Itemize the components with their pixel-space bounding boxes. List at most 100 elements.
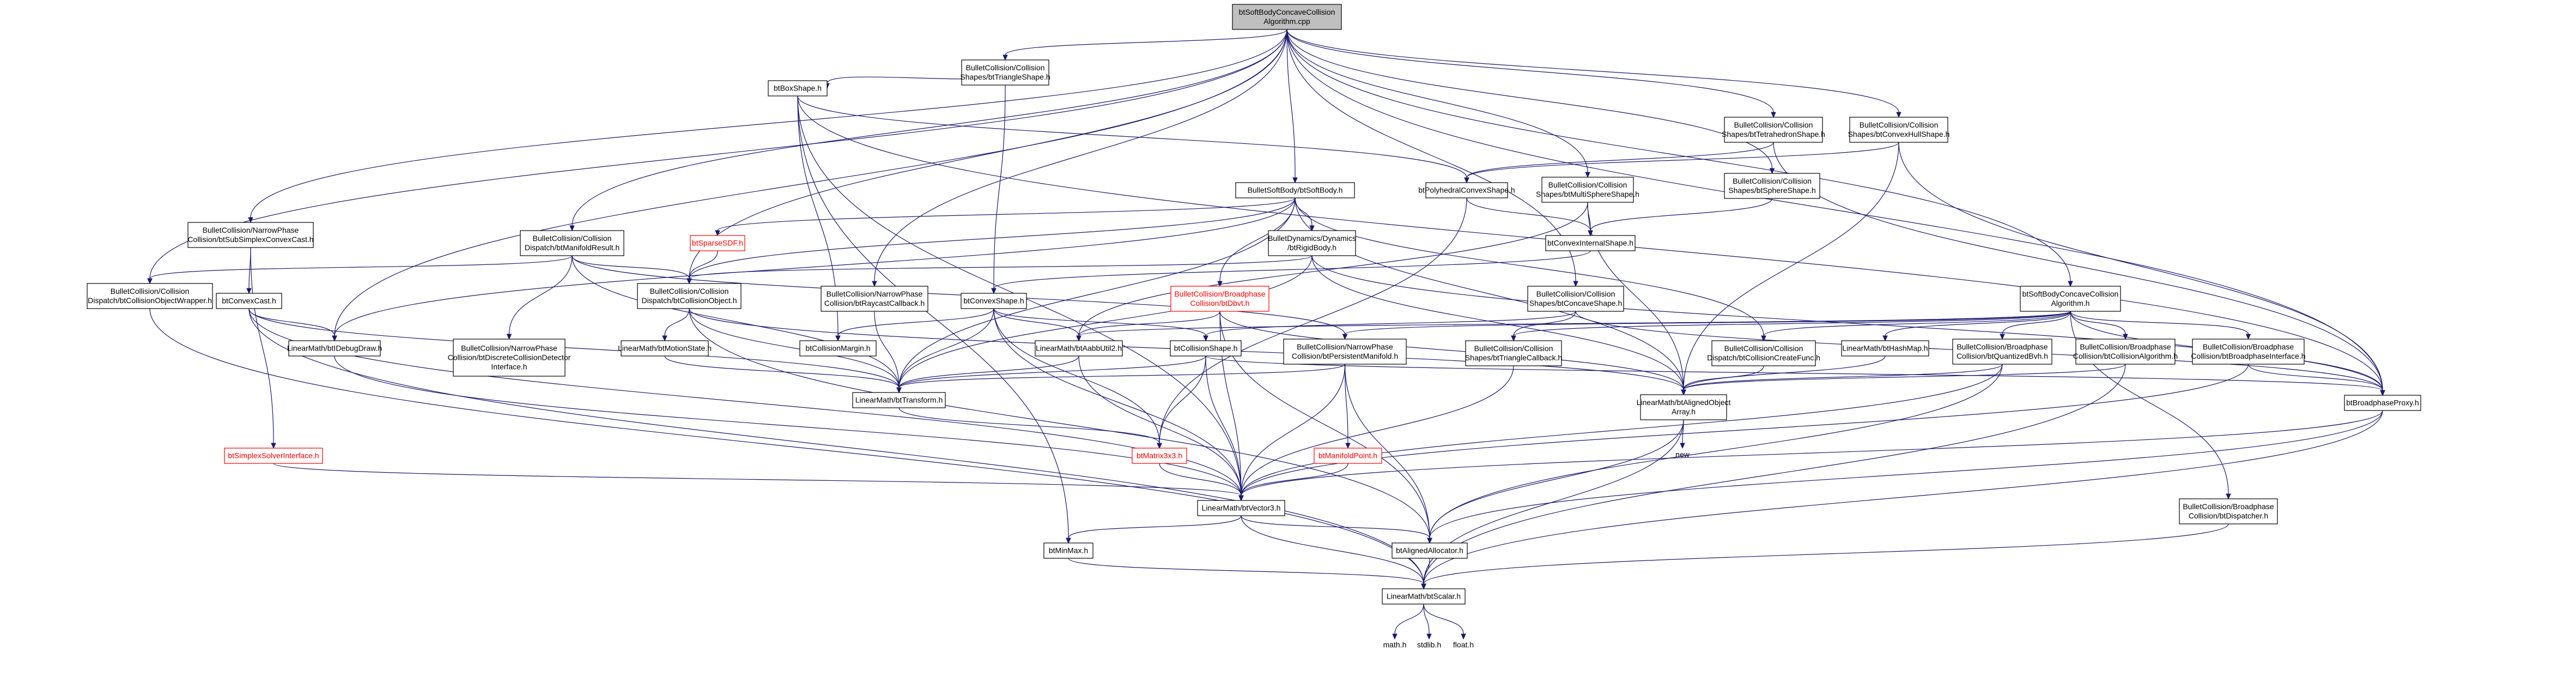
- node-label-line: btPolyhedralConvexShape.h: [1418, 186, 1515, 195]
- node-box: [288, 340, 381, 357]
- graph-node-createFunc[interactable]: BulletCollision/CollisionDispatch/btColl…: [1707, 340, 1820, 366]
- dependency-edge-root-to-concaveShape: [1286, 29, 1578, 287]
- graph-node-matrix3x3[interactable]: btMatrix3x3.h: [1132, 448, 1187, 464]
- node-box: [1283, 339, 1407, 365]
- node-label-line: BulletCollision/Collision: [1536, 289, 1615, 298]
- graph-node-scalar[interactable]: LinearMath/btScalar.h: [1382, 588, 1466, 605]
- graph-node-quantizedBvh[interactable]: BulletCollision/BroadphaseCollision/btQu…: [1952, 339, 2052, 365]
- graph-node-broadphaseIface[interactable]: BulletCollision/BroadphaseCollision/btBr…: [2191, 339, 2306, 365]
- graph-node-objWrapper[interactable]: BulletCollision/CollisionDispatch/btColl…: [87, 283, 213, 309]
- dependency-edge-root-to-debugDraw: [332, 29, 1287, 342]
- node-label-line: btSimplexSolverInterface.h: [228, 451, 319, 460]
- node-box: [852, 392, 946, 408]
- graph-node-triShape[interactable]: BulletCollision/CollisionShapes/btTriang…: [960, 59, 1050, 86]
- node-box: [1035, 340, 1123, 357]
- graph-node-convexShape[interactable]: btConvexShape.h: [961, 293, 1027, 309]
- dependency-edge-minMax-to-scalar: [1068, 558, 1426, 590]
- graph-node-manifoldPoint[interactable]: btManifoldPoint.h: [1314, 448, 1382, 464]
- node-box: [453, 339, 566, 377]
- dependency-edge-vector3-to-alignedAlloc: [1241, 515, 1432, 544]
- graph-node-transform[interactable]: LinearMath/btTransform.h: [852, 392, 946, 408]
- graph-node-triCallback[interactable]: BulletCollision/CollisionShapes/btTriang…: [1465, 340, 1562, 366]
- node-box: [2020, 286, 2121, 312]
- dependency-edge-convexShape-to-collisionMargin: [835, 308, 994, 342]
- node-label-line: Shapes/btSphereShape.h: [1728, 186, 1815, 195]
- graph-node-vector3[interactable]: LinearMath/btVector3.h: [1197, 500, 1285, 516]
- graph-node-hashMap[interactable]: LinearMath/btHashMap.h: [1841, 340, 1929, 357]
- node-box: [1465, 340, 1562, 366]
- graph-node-concaveShape[interactable]: BulletCollision/CollisionShapes/btConcav…: [1527, 286, 1624, 312]
- graph-node-rigidBody[interactable]: BulletDynamics/Dynamics/btRigidBody.h: [1268, 230, 1356, 256]
- graph-node-softBody[interactable]: BulletSoftBody/btSoftBody.h: [1235, 182, 1355, 198]
- node-label-line: btConvexCast.h: [222, 297, 276, 305]
- dependency-edge-root-to-manifoldResult: [569, 29, 1287, 232]
- graph-node-dispatcher[interactable]: BulletCollision/BroadphaseCollision/btDi…: [2179, 498, 2278, 524]
- graph-node-aabbUtil[interactable]: LinearMath/btAabbUtil2.h: [1035, 340, 1123, 357]
- graph-node-subSimplex[interactable]: BulletCollision/NarrowPhaseCollision/btS…: [187, 222, 314, 248]
- node-label-line: btMinMax.h: [1049, 546, 1088, 555]
- graph-node-convexInternal[interactable]: btConvexInternalShape.h: [1545, 235, 1636, 251]
- node-label-line: LinearMath/btTransform.h: [855, 396, 943, 405]
- graph-node-alignedAlloc[interactable]: btAlignedAllocator.h: [1392, 542, 1468, 559]
- graph-node-raycastCb[interactable]: BulletCollision/NarrowPhaseCollision/btR…: [821, 286, 928, 312]
- graph-node-convexCast[interactable]: btConvexCast.h: [216, 293, 282, 309]
- graph-node-discreteDetector[interactable]: BulletCollision/NarrowPhaseCollision/btD…: [448, 339, 571, 377]
- graph-node-boxShape[interactable]: btBoxShape.h: [768, 80, 828, 96]
- dependency-edge-scalar-to-mathH: [1392, 603, 1424, 640]
- node-label-line: Shapes/btMultiSphereShape.h: [1536, 190, 1639, 198]
- graph-node-minMax[interactable]: btMinMax.h: [1043, 542, 1093, 559]
- node-label-line: float.h: [1453, 641, 1474, 649]
- node-label-line: Dispatch/btCollisionObjectWrapper.h: [88, 296, 212, 305]
- graph-node-floatH: float.h: [1453, 641, 1474, 649]
- node-label-line: btConvexInternalShape.h: [1547, 239, 1633, 248]
- dependency-edge-broadphaseIface-to-vector3: [1238, 364, 2249, 502]
- dependency-edge-transform-to-matrix3x3: [898, 407, 1162, 449]
- node-label-line: Shapes/btTriangleCallback.h: [1465, 353, 1562, 362]
- node-label-line: Collision/btDiscreteCollisionDetector: [448, 353, 571, 362]
- dependency-edge-triShape-to-convexShape: [991, 85, 1006, 294]
- graph-node-collisionShape[interactable]: btCollisionShape.h: [1170, 340, 1242, 357]
- node-label-line: Array.h: [1672, 407, 1696, 416]
- graph-node-persistentManifold[interactable]: BulletCollision/NarrowPhaseCollision/btP…: [1283, 339, 1407, 365]
- graph-node-tetra[interactable]: BulletCollision/CollisionShapes/btTetrah…: [1722, 117, 1825, 143]
- graph-node-sparseSDF[interactable]: btSparseSDF.h: [690, 235, 745, 251]
- node-box: [690, 235, 745, 251]
- node-box: [1392, 542, 1468, 559]
- graph-node-simplexSolver[interactable]: btSimplexSolverInterface.h: [224, 448, 323, 464]
- node-box: [1382, 588, 1466, 605]
- node-label-line: BulletCollision/Collision: [111, 287, 190, 295]
- graph-node-manifoldResult[interactable]: BulletCollision/CollisionDispatch/btMani…: [520, 230, 624, 256]
- graph-node-collisionObject[interactable]: BulletCollision/CollisionDispatch/btColl…: [637, 283, 742, 309]
- dependency-edge-softBody-to-debugDraw: [332, 197, 1296, 342]
- node-box: [1640, 394, 1727, 420]
- node-label-line: btManifoldPoint.h: [1319, 451, 1377, 460]
- dependency-edge-persistentManifold-to-transform: [896, 364, 1346, 394]
- graph-node-convexHull[interactable]: BulletCollision/CollisionShapes/btConvex…: [1848, 117, 1950, 143]
- graph-node-collisionAlgo[interactable]: BulletCollision/BroadphaseCollision/btCo…: [2073, 339, 2178, 365]
- graph-node-collisionMargin[interactable]: btCollisionMargin.h: [799, 340, 877, 357]
- node-label-line: LinearMath/btAlignedObject: [1637, 398, 1731, 407]
- dependency-edge-triCallback-to-vector3: [1238, 365, 1514, 502]
- graph-node-debugDraw[interactable]: LinearMath/btIDebugDraw.h: [287, 340, 382, 357]
- node-label-line: Shapes/btTetrahedronShape.h: [1722, 130, 1825, 138]
- node-label-line: Collision/btQuantizedBvh.h: [1957, 352, 2048, 360]
- graph-node-dbvt[interactable]: BulletCollision/BroadphaseCollision/btDb…: [1170, 286, 1269, 312]
- dependency-edge-boxShape-to-minMax: [797, 95, 1071, 544]
- node-box: [216, 293, 282, 309]
- graph-node-polyConvex[interactable]: btPolyhedralConvexShape.h: [1418, 182, 1515, 198]
- node-box: [1232, 4, 1342, 30]
- graph-node-motionState[interactable]: LinearMath/btMotionState.h: [618, 340, 712, 357]
- node-label-line: BulletCollision/NarrowPhase: [203, 226, 299, 234]
- graph-node-broadphaseProxy[interactable]: btBroadphaseProxy.h: [2344, 395, 2421, 411]
- node-box: [1541, 177, 1634, 203]
- graph-node-multiSphere[interactable]: BulletCollision/CollisionShapes/btMultiS…: [1536, 177, 1639, 203]
- graph-node-sphereShape[interactable]: BulletCollision/CollisionShapes/btSphere…: [1724, 173, 1820, 199]
- node-box: [768, 80, 828, 96]
- dependency-edge-collisionShape-to-matrix3x3: [1157, 355, 1206, 449]
- node-box: [224, 448, 323, 464]
- node-label-line: BulletCollision/Broadphase: [1174, 289, 1266, 298]
- node-box: [961, 59, 1049, 86]
